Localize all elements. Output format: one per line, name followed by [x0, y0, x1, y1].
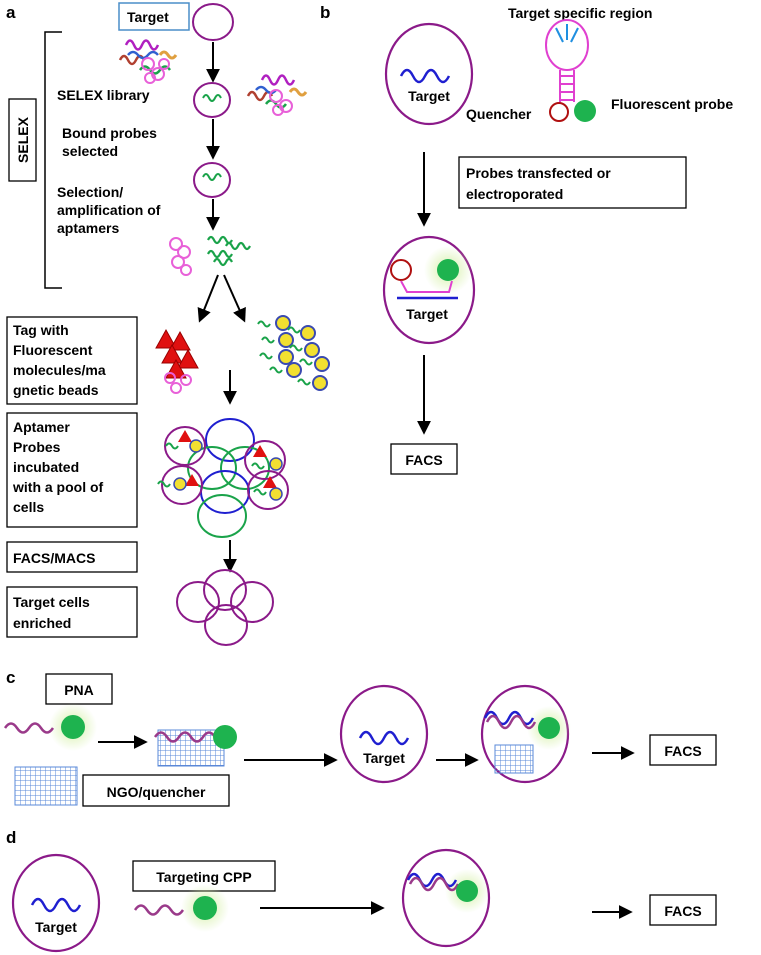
pna-probe — [485, 714, 537, 730]
magnetic-bead-aptamers — [257, 315, 330, 391]
aptamer-probes-box — [6, 412, 138, 528]
facs-label-c: FACS — [664, 743, 701, 759]
selex-label: SELEX — [15, 116, 31, 163]
ngo-sheet — [494, 744, 534, 774]
aptamer-probes-label-4: with a pool of — [12, 479, 104, 495]
cpp-probe — [133, 904, 185, 916]
cpp-label: Targeting CPP — [156, 869, 251, 885]
enriched-label-2: enriched — [13, 615, 71, 631]
target-cell-c — [339, 684, 429, 784]
tag-label-4: gnetic beads — [13, 382, 99, 398]
ngo-label: NGO/quencher — [107, 784, 206, 800]
facs-box-d — [649, 894, 717, 926]
fluorescent-probe-marker — [456, 880, 478, 902]
amplified-pool — [169, 235, 251, 276]
transfection-label-1: Probes transfected or — [466, 165, 611, 181]
panel-label-b: b — [320, 3, 330, 22]
enriched-box — [6, 586, 138, 638]
pna-box — [45, 673, 113, 705]
target-label-b: Target — [408, 88, 450, 104]
aptamer-probes-label-5: cells — [13, 499, 44, 515]
panel-label-c: c — [6, 668, 15, 687]
open-probe — [400, 280, 453, 293]
panel-label-d: d — [6, 828, 16, 847]
facs-label-b: FACS — [405, 452, 442, 468]
facs-box-c — [649, 734, 717, 766]
pna-label: PNA — [64, 682, 94, 698]
transfection-label-2: electroporated — [466, 186, 563, 202]
selex-library-cluster — [118, 39, 178, 84]
fluorescent-probe-label: Fluorescent probe — [611, 96, 733, 112]
transfected-cell — [382, 235, 476, 345]
target-label-d: Target — [35, 919, 77, 935]
tag-label-1: Tag with — [13, 322, 69, 338]
panel-label-a: a — [6, 3, 16, 22]
facs-macs-label: FACS/MACS — [13, 550, 95, 566]
fluorescent-probe-marker — [437, 259, 459, 281]
cell-with-aptamer — [193, 82, 231, 118]
molecular-beacon — [545, 19, 589, 102]
selex-box — [8, 98, 37, 182]
pna-probe — [3, 722, 55, 734]
bound-probes-label: Bound probes — [62, 125, 157, 141]
selex-library-cluster-right — [246, 74, 308, 116]
labeled-cell-d — [401, 848, 491, 948]
facs-box-b — [390, 443, 458, 475]
facs-macs-box — [6, 541, 138, 573]
quencher-label: Quencher — [466, 106, 532, 122]
target-mrna — [30, 897, 82, 913]
selection-label-2: amplification of — [57, 202, 161, 218]
bound-probes-label-2: selected — [62, 143, 118, 159]
fluorescent-tagged-aptamers — [155, 328, 199, 394]
target-cell-d — [11, 853, 101, 953]
aptamer-probes-label-3: incubated — [13, 459, 79, 475]
enriched-label-1: Target cells — [13, 594, 90, 610]
selection-label-3: aptamers — [57, 220, 119, 236]
aptamer — [202, 94, 222, 102]
target-mrna — [399, 68, 451, 84]
target-box — [118, 2, 190, 31]
tag-box — [6, 316, 138, 405]
target-label-b2: Target — [406, 306, 448, 322]
aptamer-probes-label-2: Probes — [13, 439, 61, 455]
ngo-sheet — [14, 766, 78, 806]
fluorescent-probe-marker — [213, 725, 237, 749]
enriched-cells — [176, 569, 274, 646]
aptamer-probes-label-1: Aptamer — [13, 419, 70, 435]
ngo-box — [82, 774, 230, 807]
fluorescent-probe-marker — [61, 715, 85, 739]
target-mrna — [358, 730, 410, 746]
fluorescent-probe-marker — [538, 717, 560, 739]
target-cell — [192, 3, 234, 41]
cell-pool — [157, 418, 289, 538]
arrow — [197, 274, 219, 323]
target-mrna — [483, 710, 535, 726]
quencher-marker — [390, 259, 412, 281]
target-cell-b — [384, 22, 474, 126]
cpp-probe — [408, 876, 460, 892]
selex-bracket — [44, 31, 62, 289]
fluorescent-probe-marker — [193, 896, 217, 920]
target-region-label: Target specific region — [508, 5, 652, 21]
transfection-box — [458, 156, 687, 209]
tag-label-3: molecules/ma — [13, 362, 106, 378]
target-label-c: Target — [363, 750, 405, 766]
facs-label-d: FACS — [664, 903, 701, 919]
cell-with-aptamer — [193, 162, 231, 198]
selex-library-label: SELEX library — [57, 87, 150, 103]
arrow — [223, 274, 246, 323]
fluorescent-probe-marker — [574, 100, 596, 122]
selection-label-1: Selection/ — [57, 184, 123, 200]
aptamer — [202, 173, 222, 181]
tag-label-2: Fluorescent — [13, 342, 93, 358]
target-label: Target — [127, 9, 169, 25]
quencher-marker — [549, 102, 569, 122]
pna-probe — [153, 731, 217, 743]
